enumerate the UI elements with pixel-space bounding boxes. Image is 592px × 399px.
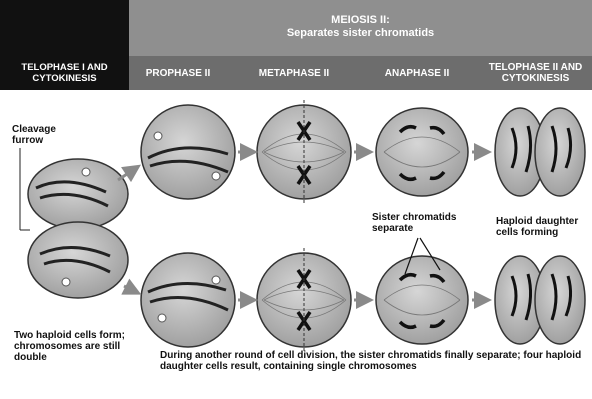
prophase-ii-cell-bottom (141, 253, 235, 347)
metaphase-ii-cell-top (257, 100, 351, 204)
telophase-ii-cell-top (495, 108, 585, 196)
label-sister-chromatids: Sister chromatids separate (372, 212, 482, 234)
anaphase-ii-cell-top (376, 108, 468, 196)
caption: During another round of cell division, t… (160, 350, 585, 372)
telophase-i-cells (28, 159, 128, 298)
label-cleavage-furrow: Cleavage furrow (12, 124, 82, 146)
metaphase-ii-cell-bottom (257, 248, 351, 352)
prophase-ii-cell-top (141, 105, 235, 199)
label-haploid-forming: Haploid daughter cells forming (496, 216, 588, 238)
anaphase-ii-cell-bottom (376, 256, 468, 344)
label-two-haploid: Two haploid cells form; chromosomes are … (14, 330, 154, 363)
telophase-ii-cell-bottom (495, 256, 585, 344)
